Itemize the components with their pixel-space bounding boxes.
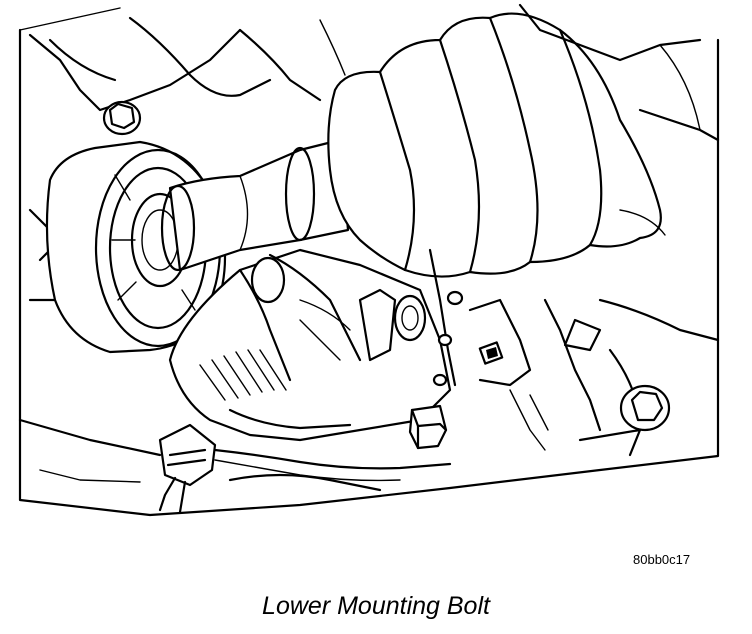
right-side-mount xyxy=(509,298,720,457)
figure-reference-code: 80bb0c17 xyxy=(633,552,691,567)
cv-joint-boot xyxy=(327,12,666,278)
lower-mounting-bolt xyxy=(408,404,448,450)
upper-mount-bolt xyxy=(102,100,142,136)
mounting-bracket xyxy=(428,248,532,387)
wiring-connector xyxy=(158,423,452,514)
figure-caption: Lower Mounting Bolt xyxy=(262,592,490,620)
illustration-frame xyxy=(18,7,720,517)
transmission-housing xyxy=(518,3,720,142)
drive-shaft xyxy=(160,138,350,272)
hex-bolt xyxy=(619,384,671,432)
